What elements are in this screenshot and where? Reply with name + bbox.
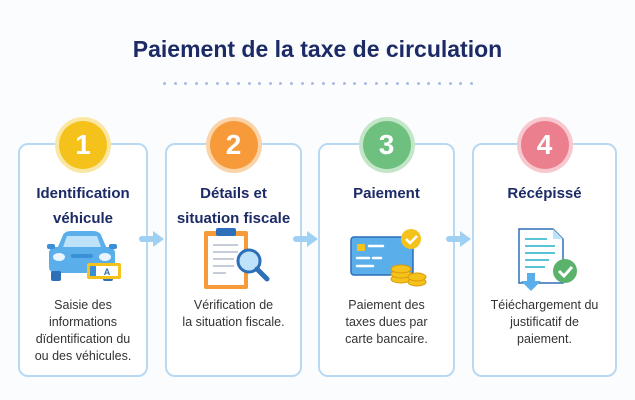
document-download-check-icon — [517, 228, 577, 291]
step-number-badge: 1 — [59, 121, 107, 169]
svg-text:A: A — [104, 267, 111, 277]
arrow-right-icon — [139, 231, 164, 247]
page-title: Paiement de la taxe de circulation — [132, 36, 503, 62]
step-number-badge: 4 — [520, 121, 569, 169]
step-title: Paiement — [353, 185, 420, 202]
arrow-right-icon — [293, 231, 318, 247]
step-title: Récépissé — [507, 185, 582, 202]
dotted-divider — [163, 82, 473, 85]
clipboard-search-icon — [203, 228, 269, 289]
step-number-badge: 2 — [209, 121, 258, 169]
step-number-badge: 3 — [362, 121, 411, 169]
arrow-right-icon — [446, 231, 471, 247]
credit-card-coins-icon — [349, 229, 426, 287]
car-plate-icon: A — [47, 231, 121, 281]
